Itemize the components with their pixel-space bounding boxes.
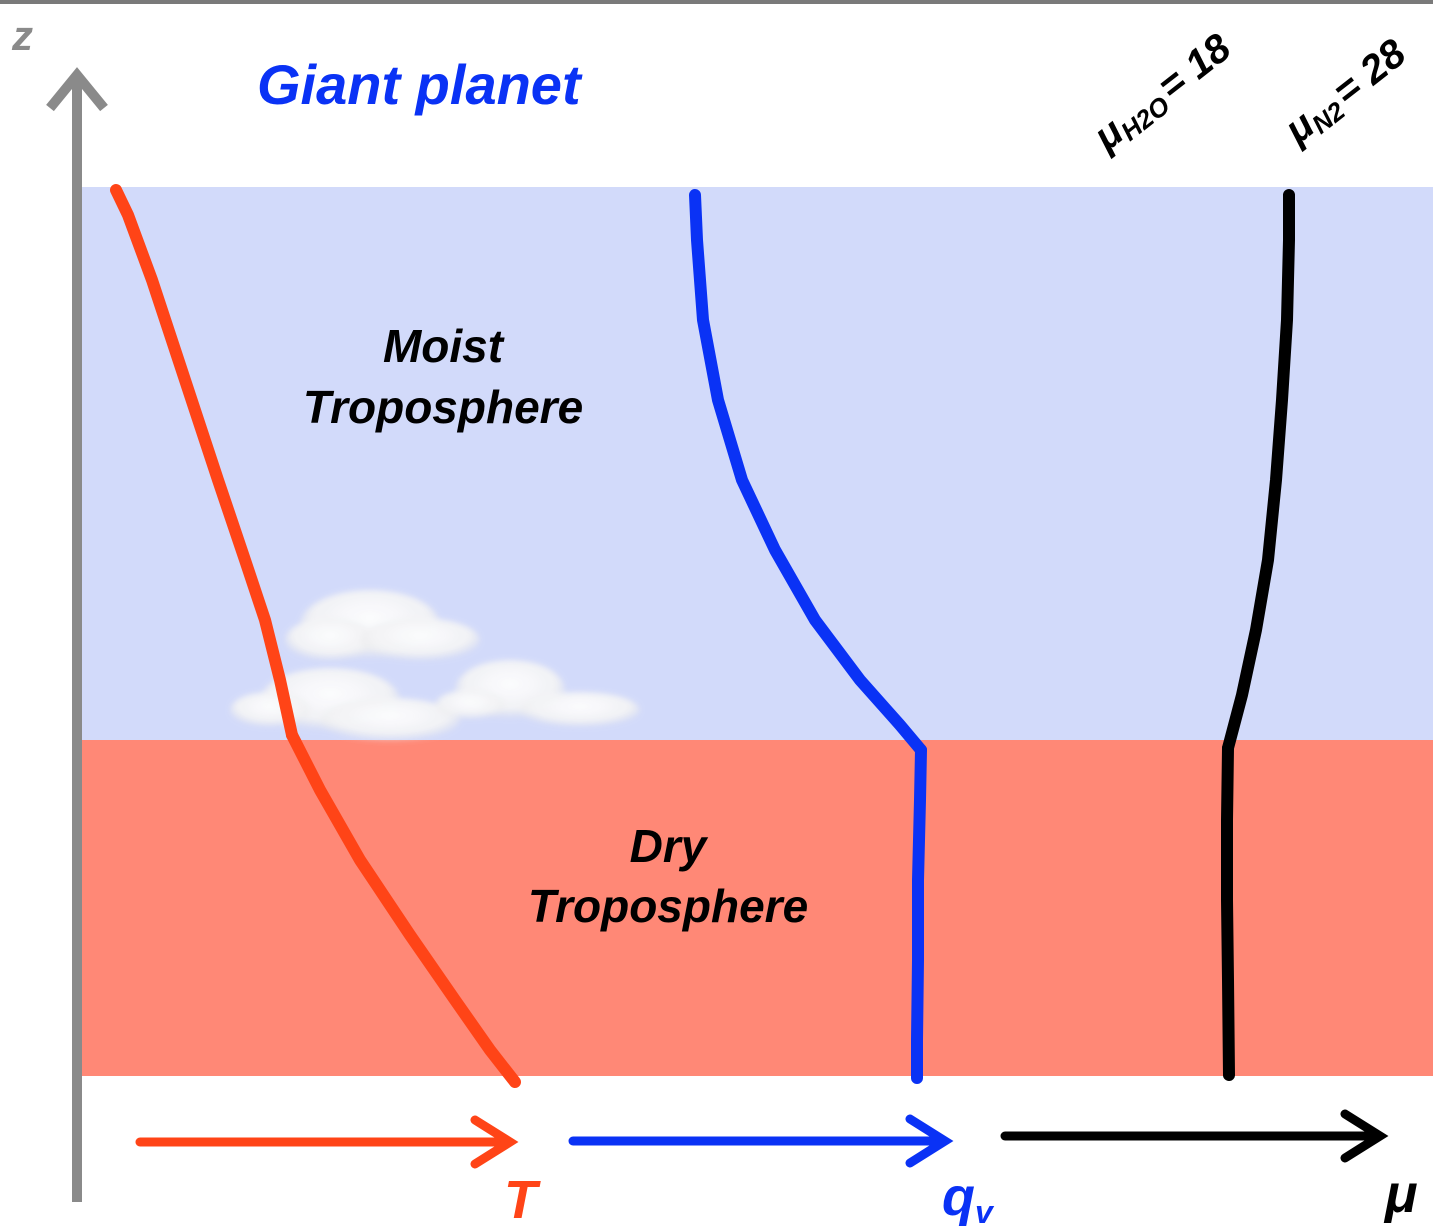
dry-label-line2: Troposphere [528,880,808,932]
molar-mass-profile [1221,189,1295,1081]
vapor-axis-label-sub: v [975,1194,995,1229]
mu-n2-value: = 28 [1325,31,1415,115]
moist-label-line1: Moist [383,320,505,372]
z-axis [46,67,108,1202]
dry-label-line1: Dry [630,820,709,872]
temperature-arrow [135,1115,519,1169]
z-axis-label: z [11,12,33,59]
vapor-axis-label: qv [942,1167,995,1229]
vapor-axis-label-main: q [942,1167,975,1227]
temperature-profile [110,184,521,1088]
vapor-profile [689,189,927,1084]
moist-label-line2: Troposphere [303,381,583,433]
mu-n2-annotation: μN2= 28 [1276,31,1417,156]
temperature-axis-label: T [504,1170,541,1229]
dry-troposphere-region [78,740,1433,1076]
moist-troposphere-region [78,187,1433,740]
vapor-arrow [568,1114,954,1168]
molar-mass-axis-label: μ [1383,1164,1418,1224]
mu-h2o-annotation: μH2O= 18 [1085,25,1242,162]
diagram-title: Giant planet [257,53,583,116]
molar-mass-arrow [1000,1109,1389,1163]
mu-h2o-value: = 18 [1150,25,1240,109]
top-border [0,0,1433,4]
